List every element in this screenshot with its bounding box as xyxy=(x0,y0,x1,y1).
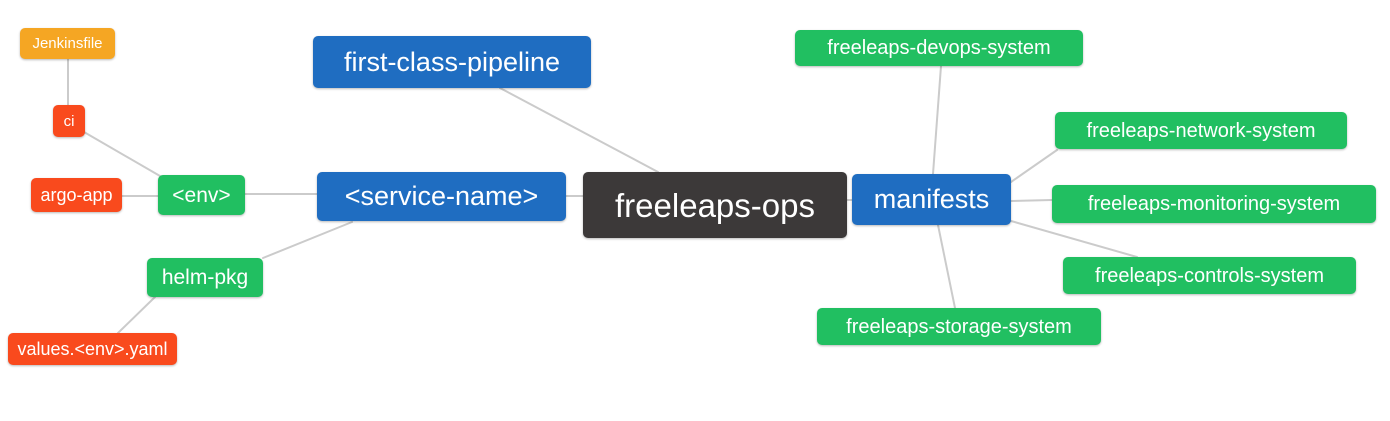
node-argo-app[interactable]: argo-app xyxy=(31,178,122,212)
edge-values-env-yaml-helm-pkg xyxy=(117,296,156,334)
node-freeleaps-network-system[interactable]: freeleaps-network-system xyxy=(1055,112,1347,149)
node-env[interactable]: <env> xyxy=(158,175,245,215)
edge-manifests-storage-system xyxy=(937,224,956,309)
node-values-env-yaml[interactable]: values.<env>.yaml xyxy=(8,333,177,365)
edge-manifests-controls-system xyxy=(1010,220,1138,258)
node-freeleaps-storage-system[interactable]: freeleaps-storage-system xyxy=(817,308,1101,345)
node-jenkinsfile[interactable]: Jenkinsfile xyxy=(20,28,115,59)
edge-manifests-monitoring-system xyxy=(1010,199,1053,202)
edge-manifests-network-system xyxy=(1010,149,1058,183)
edge-helm-pkg-service-name xyxy=(262,221,353,259)
node-freeleaps-monitoring-system[interactable]: freeleaps-monitoring-system xyxy=(1052,185,1376,223)
node-service-name[interactable]: <service-name> xyxy=(317,172,566,221)
node-freeleaps-controls-system[interactable]: freeleaps-controls-system xyxy=(1063,257,1356,294)
node-freeleaps-ops[interactable]: freeleaps-ops xyxy=(583,172,847,238)
node-freeleaps-devops-system[interactable]: freeleaps-devops-system xyxy=(795,30,1083,66)
edge-ci-env xyxy=(83,131,161,177)
node-helm-pkg[interactable]: helm-pkg xyxy=(147,258,263,297)
node-manifests[interactable]: manifests xyxy=(852,174,1011,225)
node-ci[interactable]: ci xyxy=(53,105,85,137)
edge-devops-system-manifests xyxy=(932,65,942,175)
edge-first-class-pipeline-ops xyxy=(499,87,659,173)
node-first-class-pipeline[interactable]: first-class-pipeline xyxy=(313,36,591,88)
